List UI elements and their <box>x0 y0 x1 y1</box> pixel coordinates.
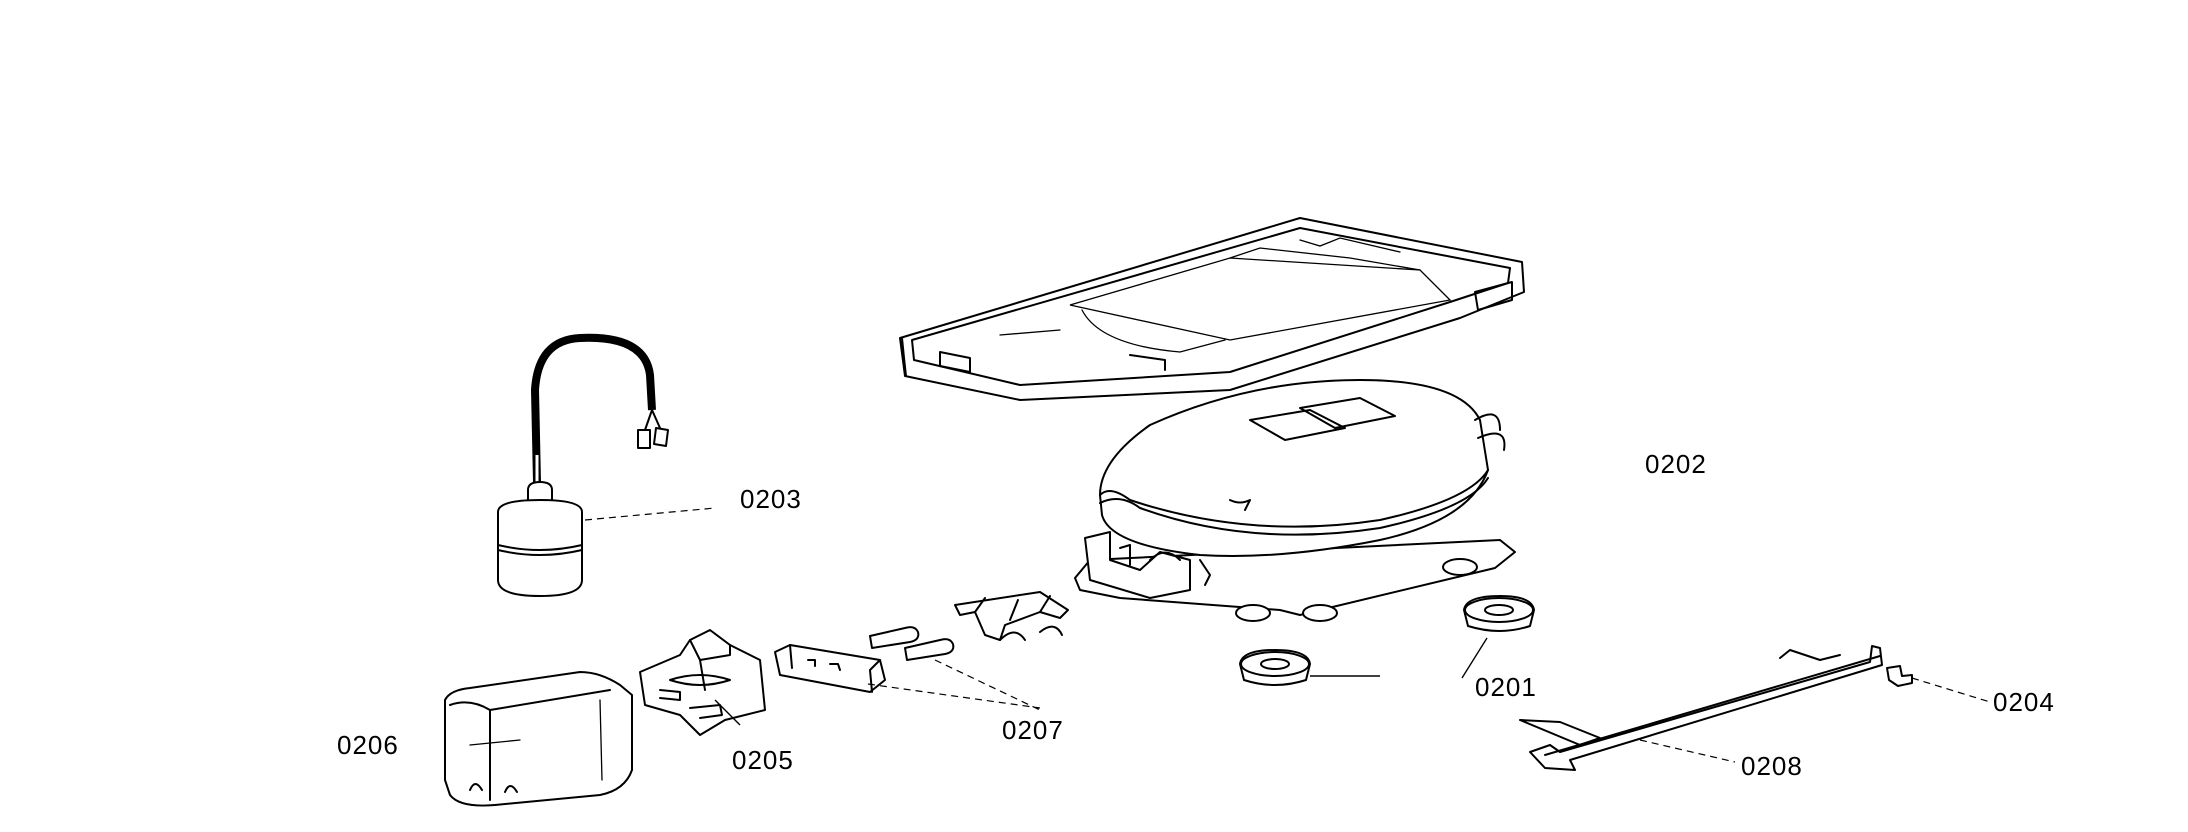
callout-0204: 0204 <box>1993 687 2055 717</box>
callout-0205: 0205 <box>732 745 794 775</box>
drip-tray-part <box>899 217 1525 401</box>
capacitor-part <box>497 333 669 597</box>
compressor-part <box>1074 379 1516 622</box>
callout-0207: 0207 <box>1002 715 1064 745</box>
mounting-rod-part <box>1519 645 1913 771</box>
callout-0201: 0201 <box>1475 672 1537 702</box>
callout-0208: 0208 <box>1741 751 1803 781</box>
callout-0206: 0206 <box>337 730 399 760</box>
callout-0203: 0203 <box>740 484 802 514</box>
rubber-grommet-part <box>1239 595 1535 686</box>
leader-lines <box>584 507 1991 763</box>
relay-cover-part <box>444 671 633 807</box>
clip-screw-part <box>774 591 1069 693</box>
relay-part <box>639 629 766 736</box>
callout-0202: 0202 <box>1645 449 1707 479</box>
